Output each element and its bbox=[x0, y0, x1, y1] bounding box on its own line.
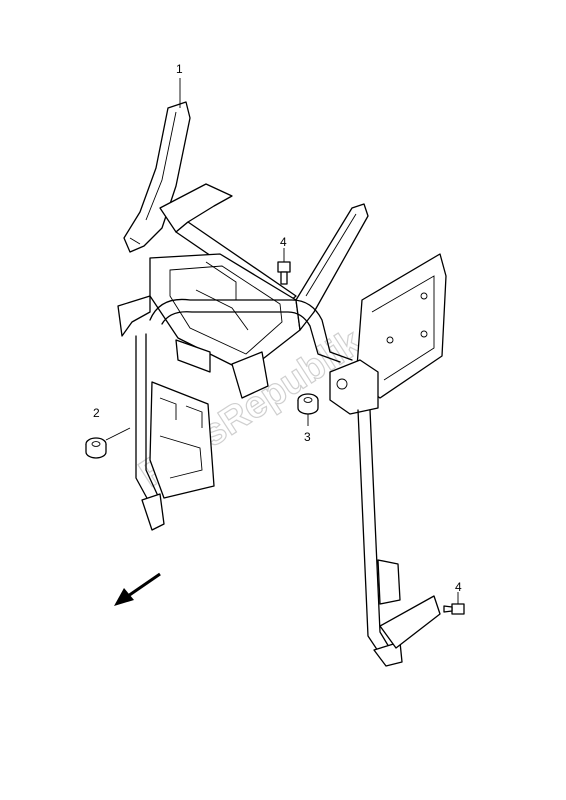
bolt-4-bottom bbox=[443, 592, 465, 615]
grommet-3 bbox=[297, 393, 319, 426]
part-label-2: 2 bbox=[93, 406, 100, 420]
bracket-frame bbox=[117, 101, 447, 667]
grommet-2 bbox=[85, 427, 131, 459]
part-label-3: 3 bbox=[304, 430, 311, 444]
arrow-down-left-icon bbox=[114, 572, 161, 606]
part-label-1: 1 bbox=[176, 62, 183, 76]
part-label-4-bottom: 4 bbox=[455, 580, 462, 594]
bolt-4-top bbox=[277, 248, 291, 285]
part-label-4-top: 4 bbox=[280, 235, 287, 249]
